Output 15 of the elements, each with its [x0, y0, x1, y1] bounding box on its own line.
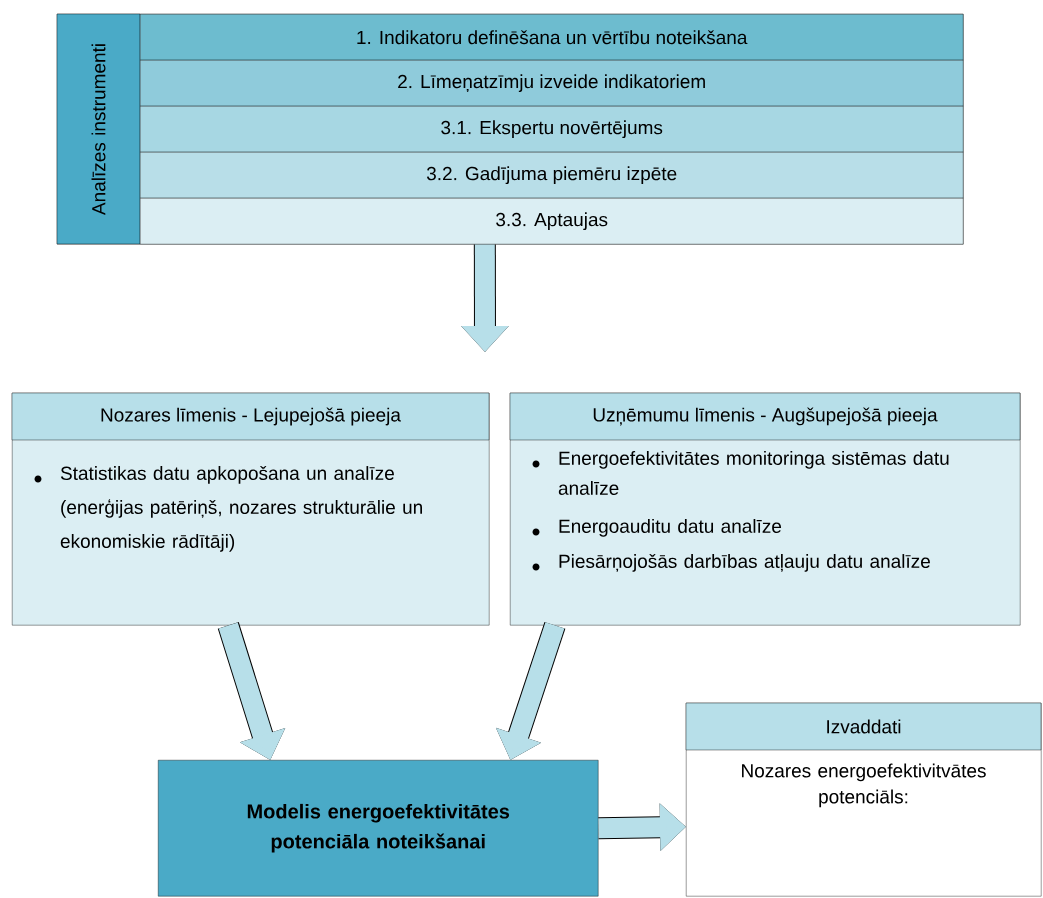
row-box: 1. Indikatoru definēšana un vērtību noteikšana — [140, 14, 964, 61]
row-box: 3.2. Gadījuma piemēru izpēte — [140, 152, 964, 199]
model-box: Modelis energoefektivitātes potenciāla noteikšanai — [158, 760, 599, 897]
panel-heading: Izvaddati — [827, 719, 901, 734]
row-box: 3.3. Aptaujas — [140, 198, 964, 245]
vertical-label: Analīzes instrumenti — [91, 44, 106, 216]
body-text: Nozares energoefektivitvātes potenciāls: — [742, 763, 986, 808]
bullet-item: Statistikas datu apkopošana un analīze (enerģijas patēriņš, nozares strukturālie un ekonomiskie rādītāji) — [34, 466, 422, 552]
row-box: 3.1. Ekspertu novērtējums — [140, 106, 964, 153]
panel-heading: Nozares līmenis - Lejupejošā pieeja — [101, 407, 401, 426]
bullet-item: Energoefektivitātes monitoringa sistēmas datu analīze — [532, 451, 949, 495]
panel-heading: Uzņēmumu līmenis - Augšupejošā pieeja — [593, 407, 938, 426]
bullet-item: Energoauditu datu analīze — [532, 519, 782, 537]
bullet-item: Piesārņojošās darbības atļauju datu analīze — [532, 554, 930, 572]
row-box: 2. Līmeņatzīmju izveide indikatoriem — [140, 60, 964, 107]
